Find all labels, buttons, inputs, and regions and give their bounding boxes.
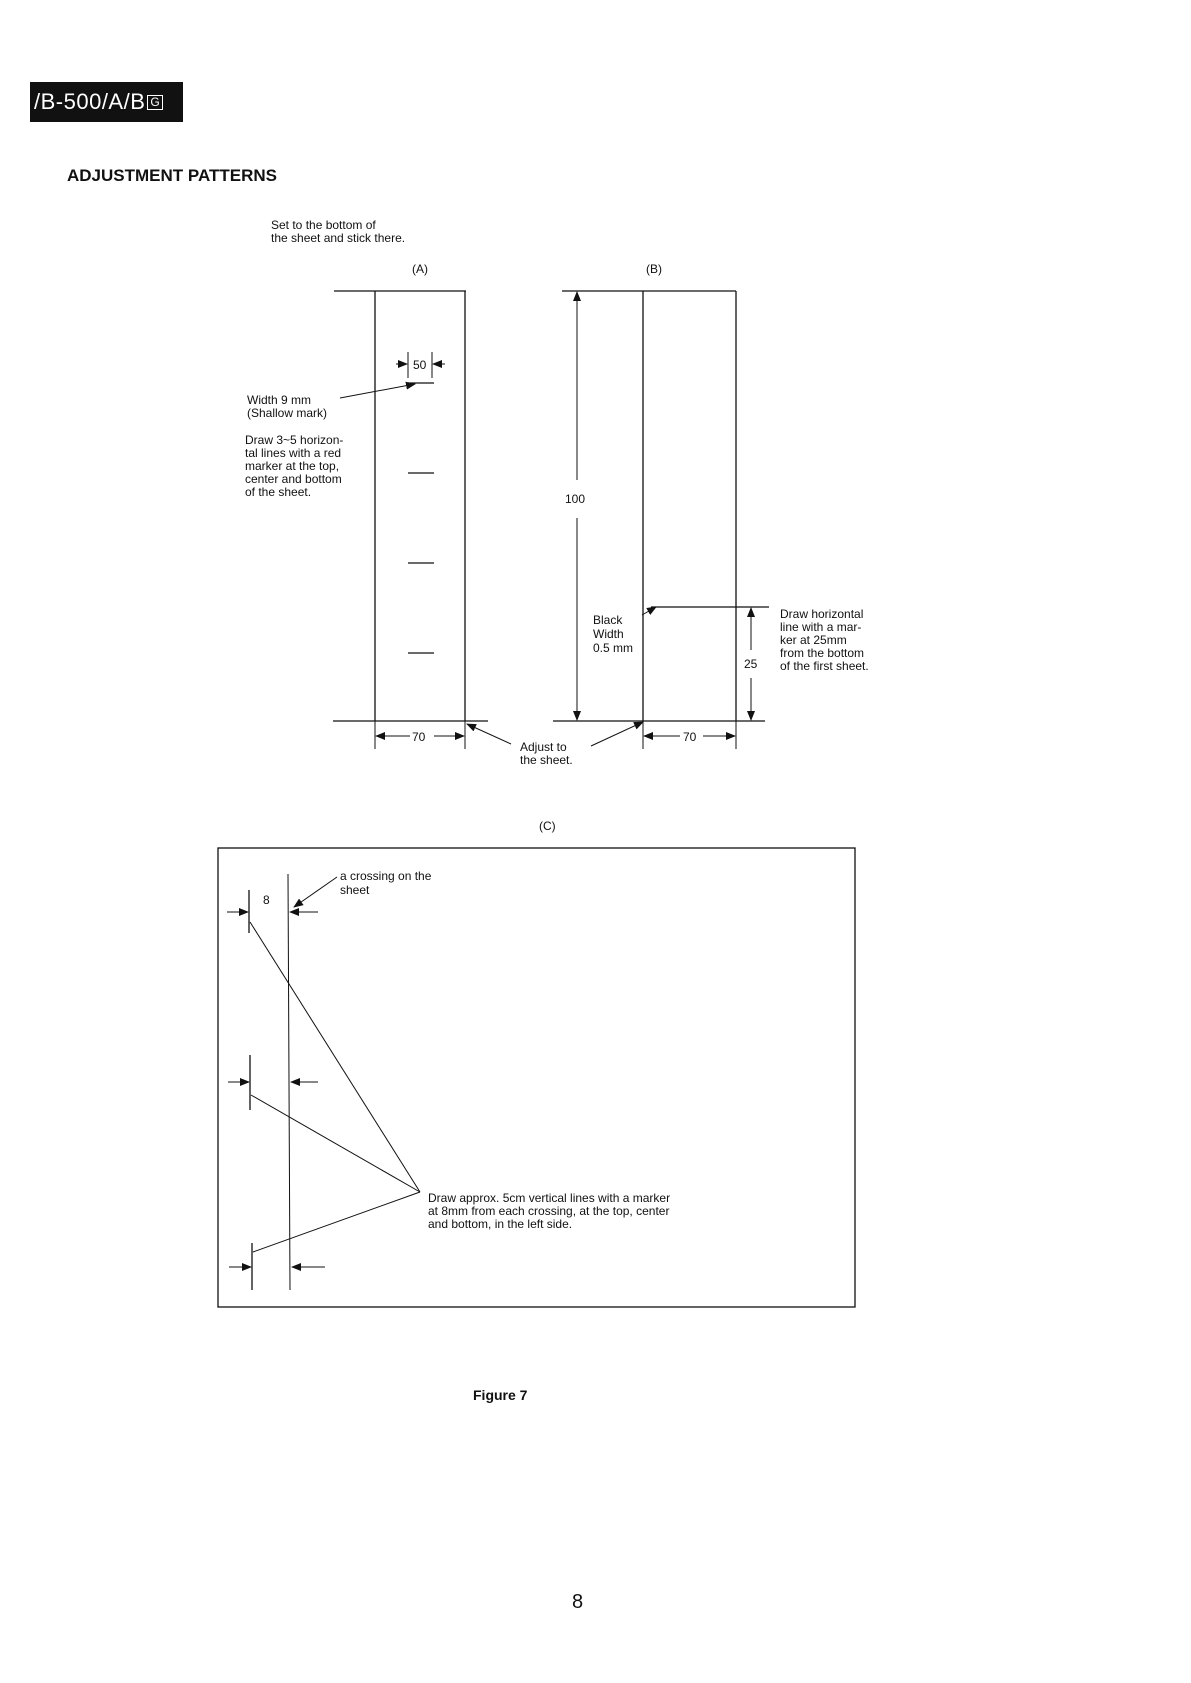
diagram-b-black-label-line-1: Black	[593, 613, 623, 627]
model-suffix-box: G	[147, 95, 164, 110]
figure-caption: Figure 7	[473, 1387, 528, 1403]
adjust-note-line-1: Adjust to	[520, 740, 567, 754]
diagram-b-black-leader	[641, 606, 657, 616]
diagram-c-draw-note-line-3: and bottom, in the left side.	[428, 1217, 572, 1231]
diagram-b-dim-100-label: 100	[565, 492, 585, 506]
diagram-c-frame	[217, 847, 856, 1308]
diagram-a-width-label-line-2: (Shallow mark)	[247, 406, 327, 420]
adjust-leader-a	[466, 723, 512, 745]
diagram-c-draw-note-line-1: Draw approx. 5cm vertical lines with a m…	[428, 1191, 670, 1205]
diagram-a-width-label-line-1: Width 9 mm	[247, 393, 311, 407]
diagram-c-leader-bottom	[252, 1191, 421, 1253]
diagram-b-draw-note-line-3: ker at 25mm	[780, 633, 847, 647]
diagram-b-draw-note-line-5: of the first sheet.	[780, 659, 869, 673]
diagram-c: (C) 8 a crossing on the sheet Draw appro…	[217, 819, 856, 1308]
diagram-c-draw-note-line-2: at 8mm from each crossing, at the top, c…	[428, 1204, 669, 1218]
diagram-c-crossing-label-line-1: a crossing on the	[340, 869, 432, 883]
diagram-a-draw-note-line-3: marker at the top,	[245, 459, 339, 473]
section-title: ADJUSTMENT PATTERNS	[67, 166, 277, 185]
diagram-b-draw-note-line-1: Draw horizontal	[780, 607, 863, 621]
adjust-leader-b	[590, 721, 644, 747]
diagram-a-dim-50-label: 50	[413, 358, 427, 372]
diagram-a-draw-note-line-2: tal lines with a red	[245, 446, 341, 460]
diagram-c-dim-8-label: 8	[263, 893, 270, 907]
diagram-a: Set to the bottom of the sheet and stick…	[245, 218, 488, 749]
diagram-a-dim-70-label: 70	[412, 730, 426, 744]
diagram-b-dim-70-label: 70	[683, 730, 697, 744]
diagram-b-draw-note-line-4: from the bottom	[780, 646, 864, 660]
diagram-c-leader-center	[250, 1094, 421, 1193]
diagram-c-panel-label: (C)	[539, 819, 556, 833]
diagram-b-black-label-line-3: 0.5 mm	[593, 641, 633, 655]
diagram-a-draw-note-line-4: center and bottom	[245, 472, 342, 486]
model-number: /B-500/A/B	[34, 89, 146, 114]
diagram-c-crossing-leader	[293, 876, 338, 908]
adjust-note-line-2: the sheet.	[520, 753, 573, 767]
adjust-note: Adjust to the sheet.	[466, 721, 644, 767]
page-number: 8	[572, 1591, 584, 1613]
diagram-b-draw-note-line-2: line with a mar-	[780, 620, 861, 634]
diagram-a-width-leader	[339, 381, 416, 399]
diagram-a-draw-note-line-5: of the sheet.	[245, 485, 311, 499]
diagram-b: (B) 100 Black Width 0.5 mm 25 Draw horiz…	[553, 262, 869, 749]
diagram-c-leader-top	[249, 921, 421, 1193]
diagram-a-top-note-line-2: the sheet and stick there.	[271, 231, 405, 245]
diagram-a-draw-note-line-1: Draw 3~5 horizon-	[245, 433, 343, 447]
diagram-b-panel-label: (B)	[646, 262, 662, 276]
diagram-a-panel-label: (A)	[412, 262, 428, 276]
diagram-c-crossing-line	[287, 873, 291, 1291]
diagram-b-black-label-line-2: Width	[593, 627, 624, 641]
diagram-a-top-note-line-1: Set to the bottom of	[271, 218, 376, 232]
diagram-c-crossing-label-line-2: sheet	[340, 883, 370, 897]
diagram-b-dim-25-label: 25	[744, 657, 758, 671]
